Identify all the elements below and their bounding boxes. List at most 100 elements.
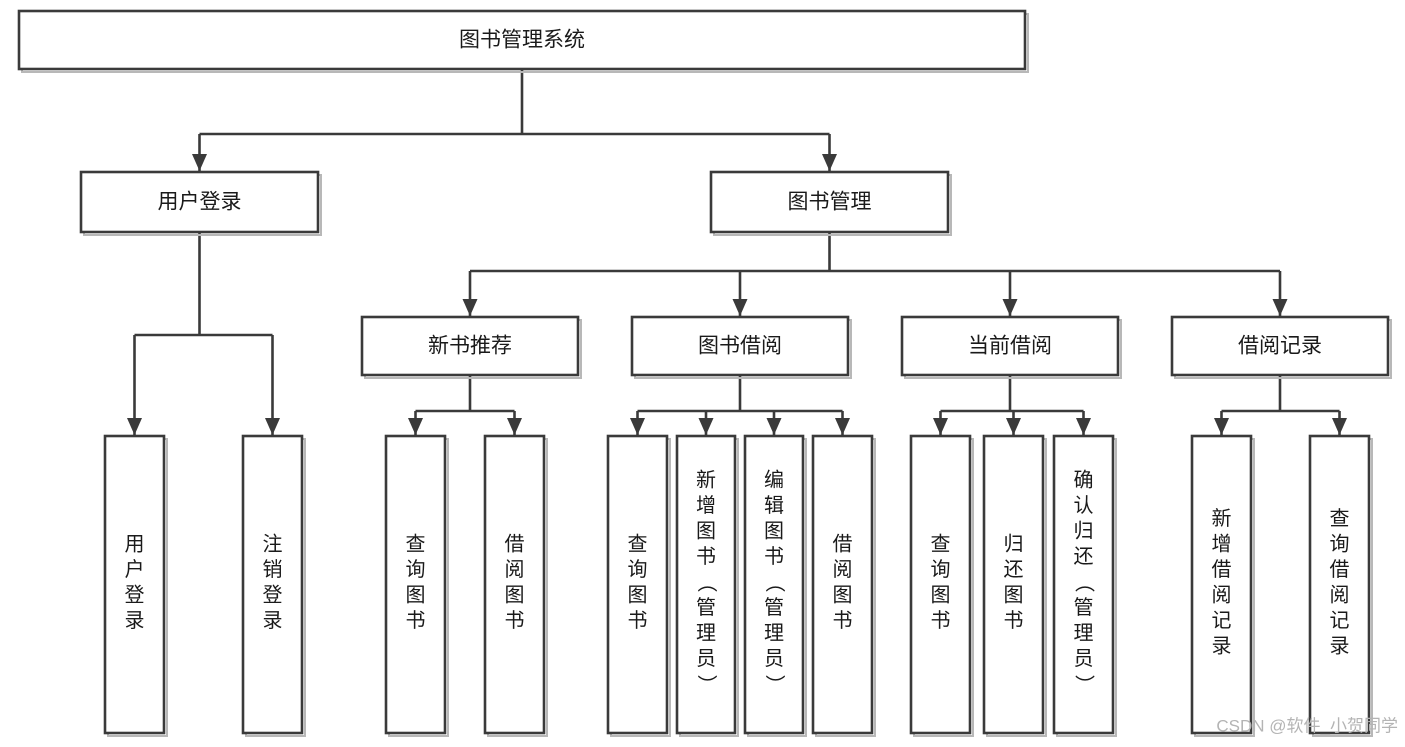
node-label-char: 查 (1330, 507, 1350, 530)
node-label-char: 询 (931, 558, 951, 581)
node-label-char: 查 (406, 532, 426, 555)
node-label: 图书借阅 (698, 335, 782, 358)
node-label-char: 管 (764, 596, 784, 619)
arrow-head (507, 418, 522, 435)
node-label-char: ） (695, 675, 718, 695)
node-new-book-recommend[interactable]: 新书推荐 (360, 315, 582, 379)
node-label-char: 增 (696, 494, 716, 517)
node-label-char: 辑 (764, 494, 784, 517)
arrow-head (1006, 418, 1021, 435)
node-label-char: 询 (628, 558, 648, 581)
node-label-char: 增 (1212, 532, 1232, 555)
node-label-char: 图 (833, 584, 853, 606)
node-label-char: 借 (505, 532, 525, 555)
node-label-char: 查 (628, 532, 648, 555)
node-label-char: 还 (1004, 558, 1024, 581)
node-label: 图书管理 (788, 191, 872, 214)
nodes-layer: 图书管理系统用户登录图书管理新书推荐图书借阅当前借阅借阅记录用户登录注销登录查询… (17, 9, 1392, 737)
node-label-char: 录 (1330, 635, 1350, 657)
arrow-head (192, 154, 207, 171)
arrow-head (408, 418, 423, 435)
node-label-char: 图 (406, 584, 426, 606)
node-label-char: 员 (696, 648, 716, 670)
node-label-char: 销 (263, 558, 283, 581)
node-current-borrow[interactable]: 当前借阅 (900, 315, 1122, 379)
node-label-char: 记 (1330, 609, 1350, 632)
node-label: 当前借阅 (968, 335, 1052, 358)
node-label-char: 员 (764, 648, 784, 670)
node-label-char: 员 (1074, 648, 1094, 670)
node-label-char: 图 (505, 584, 525, 606)
node-label-char: 书 (1004, 609, 1024, 632)
node-label-char: 书 (931, 609, 951, 632)
connectors-layer (127, 69, 1347, 435)
node-label-char: 记 (1212, 609, 1232, 632)
arrow-head (698, 418, 714, 435)
node-label-char: 归 (1074, 520, 1094, 543)
node-label-char: 书 (764, 545, 784, 568)
node-label-char: 认 (1074, 494, 1094, 517)
node-label-char: 理 (764, 623, 784, 645)
node-root[interactable]: 图书管理系统 (17, 9, 1029, 73)
node-label-char: 阅 (505, 558, 525, 581)
node-label-char: 借 (833, 532, 853, 555)
node-label-char: 阅 (833, 558, 853, 581)
node-label-char: 图 (696, 521, 716, 543)
arrow-head (1002, 299, 1018, 316)
node-label-char: ） (1073, 675, 1096, 695)
node-label-char: （ (763, 573, 786, 593)
node-label-char: ） (763, 675, 786, 695)
node-label-char: 阅 (1212, 583, 1232, 606)
arrow-head (127, 418, 142, 435)
node-label-char: 注 (263, 532, 283, 555)
arrow-head (1076, 418, 1091, 435)
node-book-borrow[interactable]: 图书借阅 (630, 315, 852, 379)
node-label-char: 登 (263, 583, 283, 606)
node-label-char: 书 (696, 545, 716, 568)
node-label-char: 录 (263, 610, 283, 632)
node-label-char: （ (695, 573, 718, 593)
node-leaf-user-login[interactable]: 用户登录 (103, 434, 168, 737)
node-label-char: 新 (696, 469, 716, 492)
node-label-char: 图 (1004, 584, 1024, 606)
node-borrow-records[interactable]: 借阅记录 (1170, 315, 1392, 379)
arrow-head (933, 418, 948, 435)
node-label-char: 书 (628, 609, 648, 632)
node-label-char: 查 (931, 532, 951, 555)
arrow-head (766, 418, 782, 435)
node-label-char: 借 (1212, 558, 1232, 581)
node-label-char: 图 (764, 521, 784, 543)
node-label-char: 借 (1330, 558, 1350, 581)
arrow-head (822, 154, 837, 171)
node-label-char: 新 (1212, 507, 1232, 530)
node-label-char: 归 (1004, 532, 1024, 555)
arrow-head (1272, 299, 1288, 316)
node-label: 用户登录 (158, 191, 242, 214)
arrow-head (630, 418, 645, 435)
arrow-head (1332, 418, 1347, 435)
node-label-char: 理 (696, 623, 716, 645)
node-label: 新书推荐 (428, 335, 512, 358)
node-label-char: 理 (1074, 623, 1094, 645)
node-label-char: 用 (125, 533, 145, 555)
node-label-char: 书 (406, 609, 426, 632)
node-user-login[interactable]: 用户登录 (79, 170, 322, 236)
csdn-watermark: CSDN @软件_小贺同学 (1216, 716, 1398, 735)
arrow-head (462, 299, 478, 316)
node-book-management[interactable]: 图书管理 (709, 170, 952, 236)
arrow-head (835, 418, 850, 435)
